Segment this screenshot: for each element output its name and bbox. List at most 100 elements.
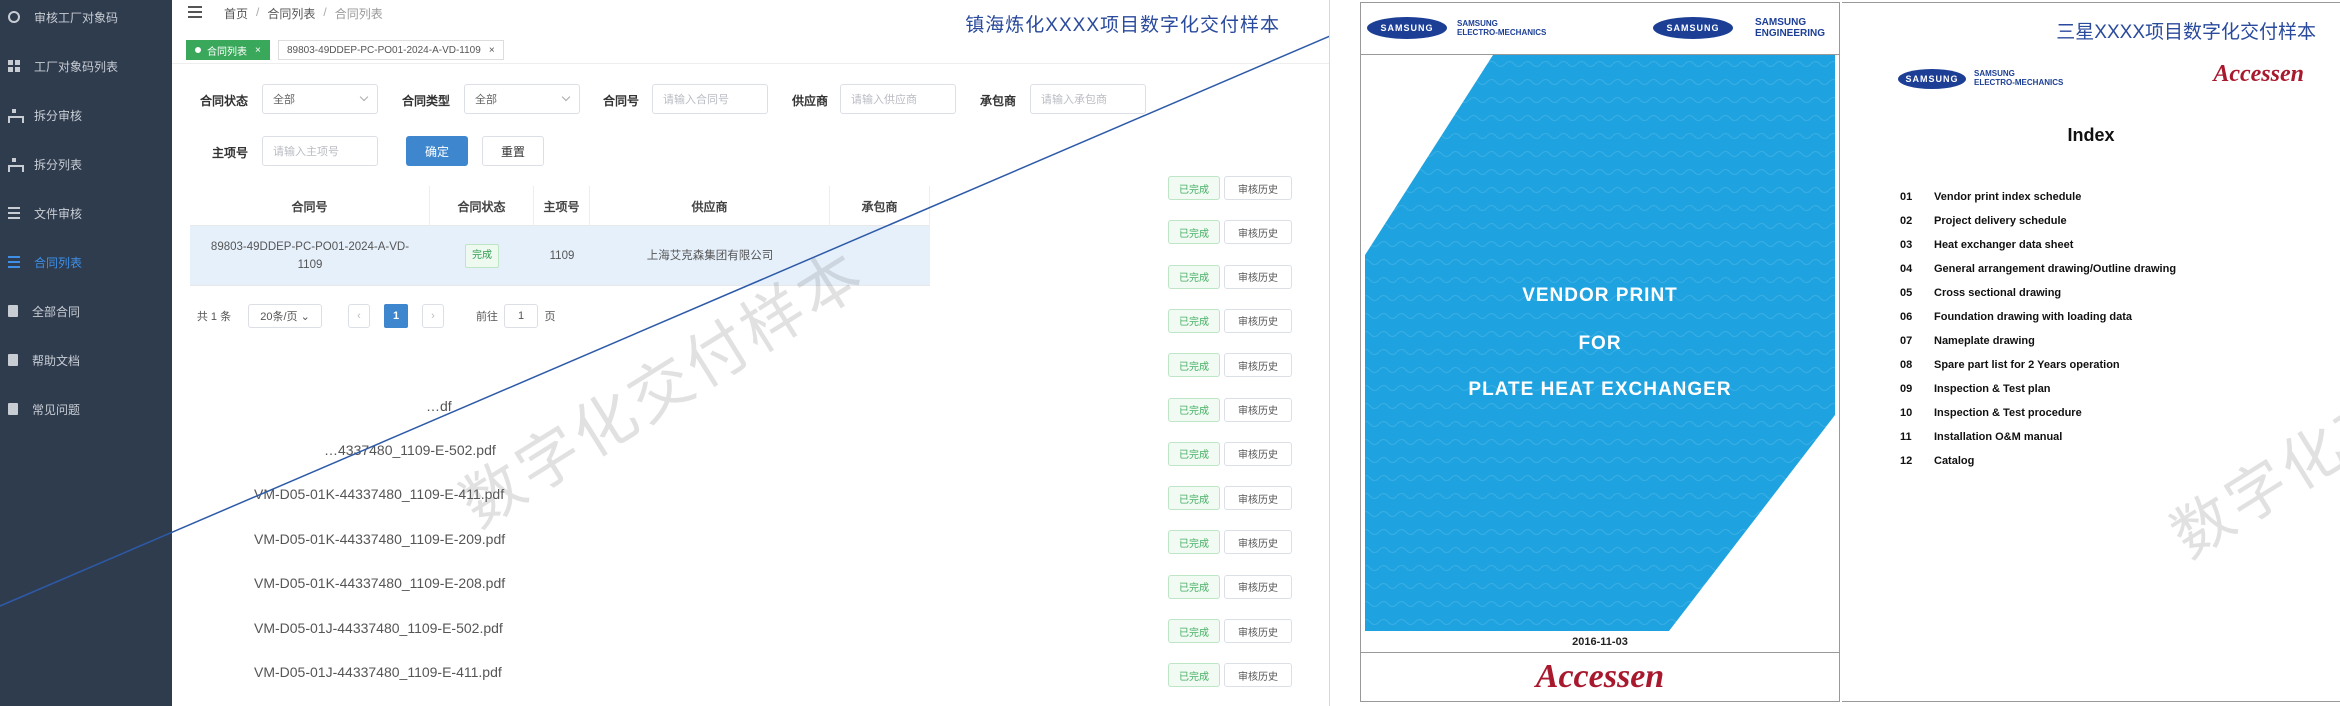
close-icon[interactable]: × bbox=[488, 44, 495, 56]
file-item[interactable]: …4337480_1109-E-502.pdf bbox=[324, 442, 496, 458]
next-page-button[interactable]: › bbox=[422, 304, 444, 328]
review-history-button[interactable]: 审核历史 bbox=[1224, 176, 1292, 200]
index-item-text: Spare part list for 2 Years operation bbox=[1934, 359, 2120, 371]
input-placeholder: 请输入合同号 bbox=[663, 94, 729, 106]
sidebar-item-review-plant-codes[interactable]: 审核工厂对象码 bbox=[0, 0, 172, 37]
file-item[interactable]: VM-D05-01K-44337480_1109-E-209.pdf bbox=[254, 531, 506, 547]
sidebar-item-split-list[interactable]: 拆分列表 bbox=[0, 144, 172, 184]
cover-title-line2: FOR bbox=[1578, 333, 1622, 354]
current-page[interactable]: 1 bbox=[384, 304, 408, 328]
sidebar-item-label: 工厂对象码列表 bbox=[34, 59, 119, 74]
sidebar-item-label: 拆分审核 bbox=[34, 108, 83, 123]
done-status-button[interactable]: 已完成 bbox=[1168, 441, 1220, 466]
file-item[interactable]: VM-D05-01J-44337480_1109-E-411.pdf bbox=[254, 664, 502, 680]
samsung-logo: SAMSUNG bbox=[1367, 17, 1447, 39]
done-status-button[interactable]: 已完成 bbox=[1168, 308, 1220, 333]
table-header: 合同号 合同状态 主项号 供应商 承包商 bbox=[190, 186, 930, 226]
tab-label: 合同列表 bbox=[207, 46, 247, 58]
sidebar-item-all-contracts[interactable]: 全部合同 bbox=[0, 291, 172, 331]
sidebar-item-split-review[interactable]: 拆分审核 bbox=[0, 95, 172, 135]
sidebar-item-faq[interactable]: 常见问题 bbox=[0, 389, 172, 429]
contract-no-label: 合同号 bbox=[603, 94, 640, 108]
list-icon bbox=[8, 256, 20, 268]
done-status-button[interactable]: 已完成 bbox=[1168, 486, 1220, 511]
book-icon bbox=[8, 403, 18, 415]
contractor-label: 承包商 bbox=[980, 94, 1017, 108]
review-history-button[interactable]: 审核历史 bbox=[1224, 619, 1292, 643]
done-status-button[interactable]: 已完成 bbox=[1168, 264, 1220, 289]
cell-text: 89803-49DDEP-PC-PO01-2024-A-VD- bbox=[210, 241, 410, 253]
tab-contract-list[interactable]: 合同列表 × bbox=[186, 40, 270, 60]
contract-no-input[interactable]: 请输入合同号 bbox=[652, 84, 768, 114]
review-history-button[interactable]: 审核历史 bbox=[1224, 486, 1292, 511]
done-status-button[interactable]: 已完成 bbox=[1168, 530, 1220, 555]
done-status-button[interactable]: 已完成 bbox=[1168, 353, 1220, 378]
index-item-text: General arrangement drawing/Outline draw… bbox=[1934, 263, 2177, 275]
review-history-button[interactable]: 审核历史 bbox=[1224, 353, 1292, 378]
sidebar-item-file-review[interactable]: 文件审核 bbox=[0, 193, 172, 233]
logo-text: ELECTRO-MECHANICS bbox=[1974, 78, 2064, 87]
index-item-number: 03 bbox=[1900, 239, 1913, 251]
hamburger-menu-icon[interactable] bbox=[188, 6, 202, 18]
index-item-text: Heat exchanger data sheet bbox=[1934, 239, 2074, 251]
breadcrumb-current: 合同列表 bbox=[334, 7, 383, 21]
table-row[interactable]: 89803-49DDEP-PC-PO01-2024-A-VD- 1109 完成 … bbox=[190, 226, 930, 286]
close-icon[interactable]: × bbox=[255, 44, 261, 56]
page-tabs: 合同列表 × 89803-49DDEP-PC-PO01-2024-A-VD-110… bbox=[172, 38, 1329, 64]
diagonal-divider bbox=[0, 35, 1329, 607]
select-value: 全部 bbox=[273, 94, 295, 106]
review-history-button[interactable]: 审核历史 bbox=[1224, 220, 1292, 245]
cover-title-line1: VENDOR PRINT bbox=[1522, 285, 1678, 306]
index-item-text: Inspection & Test plan bbox=[1934, 383, 2051, 395]
review-history-button[interactable]: 审核历史 bbox=[1224, 308, 1292, 333]
sidebar-item-help-docs[interactable]: 帮助文档 bbox=[0, 340, 172, 380]
chevron-down-icon: ⌄ bbox=[300, 310, 310, 323]
file-item[interactable]: VM-D05-01K-44337480_1109-E-208.pdf bbox=[254, 575, 506, 591]
done-status-button[interactable]: 已完成 bbox=[1168, 663, 1220, 688]
review-history-button[interactable]: 审核历史 bbox=[1224, 663, 1292, 688]
done-status-button[interactable]: 已完成 bbox=[1168, 574, 1220, 599]
review-history-button[interactable]: 审核历史 bbox=[1224, 530, 1292, 555]
done-status-button[interactable]: 已完成 bbox=[1168, 220, 1220, 245]
review-history-button[interactable]: 审核历史 bbox=[1224, 441, 1292, 466]
sidebar-item-plant-code-list[interactable]: 工厂对象码列表 bbox=[0, 46, 172, 86]
contract-management-screen: 审核工厂对象码 工厂对象码列表 拆分审核 拆分列表 文件审核 合同列表 全部合同… bbox=[0, 0, 1330, 706]
contract-status-select[interactable]: 全部 bbox=[262, 84, 378, 114]
active-dot-icon bbox=[195, 47, 201, 53]
review-history-button[interactable]: 审核历史 bbox=[1224, 397, 1292, 422]
tree-icon bbox=[8, 158, 24, 172]
breadcrumb-contract-list[interactable]: 合同列表 bbox=[267, 7, 316, 21]
done-status-button[interactable]: 已完成 bbox=[1168, 176, 1220, 200]
prev-page-button[interactable]: ‹ bbox=[348, 304, 370, 328]
column-header-item-no: 主项号 bbox=[534, 186, 590, 226]
select-value: 20条/页 bbox=[260, 311, 298, 323]
confirm-button[interactable]: 确定 bbox=[406, 136, 468, 166]
review-history-button[interactable]: 审核历史 bbox=[1224, 264, 1292, 289]
sidebar-item-label: 常见问题 bbox=[32, 402, 81, 417]
item-no-input[interactable]: 请输入主项号 bbox=[262, 136, 378, 166]
index-item-number: 09 bbox=[1900, 383, 1913, 395]
index-item-number: 10 bbox=[1900, 407, 1913, 419]
page-size-select[interactable]: 20条/页 ⌄ bbox=[248, 304, 322, 328]
book-icon bbox=[8, 305, 18, 317]
done-status-button[interactable]: 已完成 bbox=[1168, 397, 1220, 422]
breadcrumb-separator: / bbox=[256, 5, 260, 19]
goto-page-input[interactable]: 1 bbox=[504, 304, 538, 328]
review-history-button[interactable]: 审核历史 bbox=[1224, 574, 1292, 599]
file-item[interactable]: VM-D05-01J-44337480_1109-E-502.pdf bbox=[254, 620, 503, 636]
breadcrumb-home[interactable]: 首页 bbox=[224, 7, 249, 21]
contract-type-select[interactable]: 全部 bbox=[464, 84, 580, 114]
file-item[interactable]: VM-D05-01K-44337480_1109-E-411.pdf bbox=[254, 486, 505, 502]
reset-button[interactable]: 重置 bbox=[482, 136, 544, 166]
contract-status-label: 合同状态 bbox=[200, 94, 249, 108]
done-status-button[interactable]: 已完成 bbox=[1168, 619, 1220, 643]
contractor-input[interactable]: 请输入承包商 bbox=[1030, 84, 1146, 114]
supplier-input[interactable]: 请输入供应商 bbox=[840, 84, 956, 114]
file-item[interactable]: …df bbox=[426, 398, 452, 414]
tab-contract-detail[interactable]: 89803-49DDEP-PC-PO01-2024-A-VD-1109× bbox=[278, 40, 504, 60]
sidebar-item-contract-list[interactable]: 合同列表 bbox=[0, 242, 172, 282]
topbar: 首页 / 合同列表 / 合同列表 镇海炼化XXXX项目数字化交付样本 bbox=[172, 0, 1329, 36]
logo-text: ENGINEERING bbox=[1755, 28, 1826, 39]
